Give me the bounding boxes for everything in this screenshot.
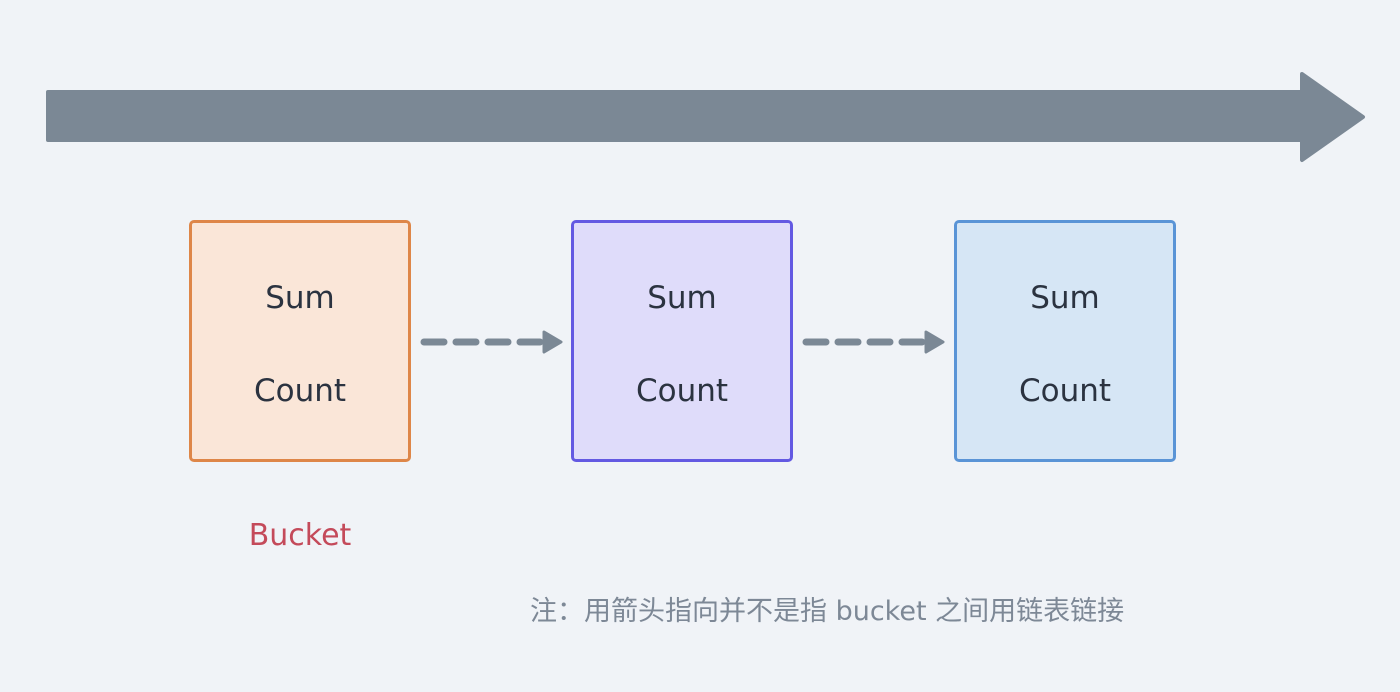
bucket-box-2: Sum Count bbox=[571, 220, 793, 462]
timeline-arrow-shaft bbox=[46, 90, 1308, 142]
footnote: 注：用箭头指向并不是指 bucket 之间用链表链接 bbox=[530, 596, 1125, 627]
dashed-arrow-1 bbox=[420, 330, 563, 354]
bucket-sum-label: Sum bbox=[265, 280, 335, 316]
bucket-sum-label: Sum bbox=[1030, 280, 1100, 316]
timeline-arrow bbox=[46, 72, 1365, 162]
bucket-box-3: Sum Count bbox=[954, 220, 1176, 462]
bucket-caption: Bucket bbox=[248, 518, 352, 553]
bucket-count-label: Count bbox=[1018, 373, 1112, 409]
bucket-box-1: Sum Count bbox=[189, 220, 411, 462]
bucket-count-label: Count bbox=[253, 373, 347, 409]
dashed-arrow-2 bbox=[802, 330, 945, 354]
bucket-count-label: Count bbox=[635, 373, 729, 409]
timeline-arrow-head bbox=[1300, 72, 1365, 162]
bucket-sum-label: Sum bbox=[647, 280, 717, 316]
